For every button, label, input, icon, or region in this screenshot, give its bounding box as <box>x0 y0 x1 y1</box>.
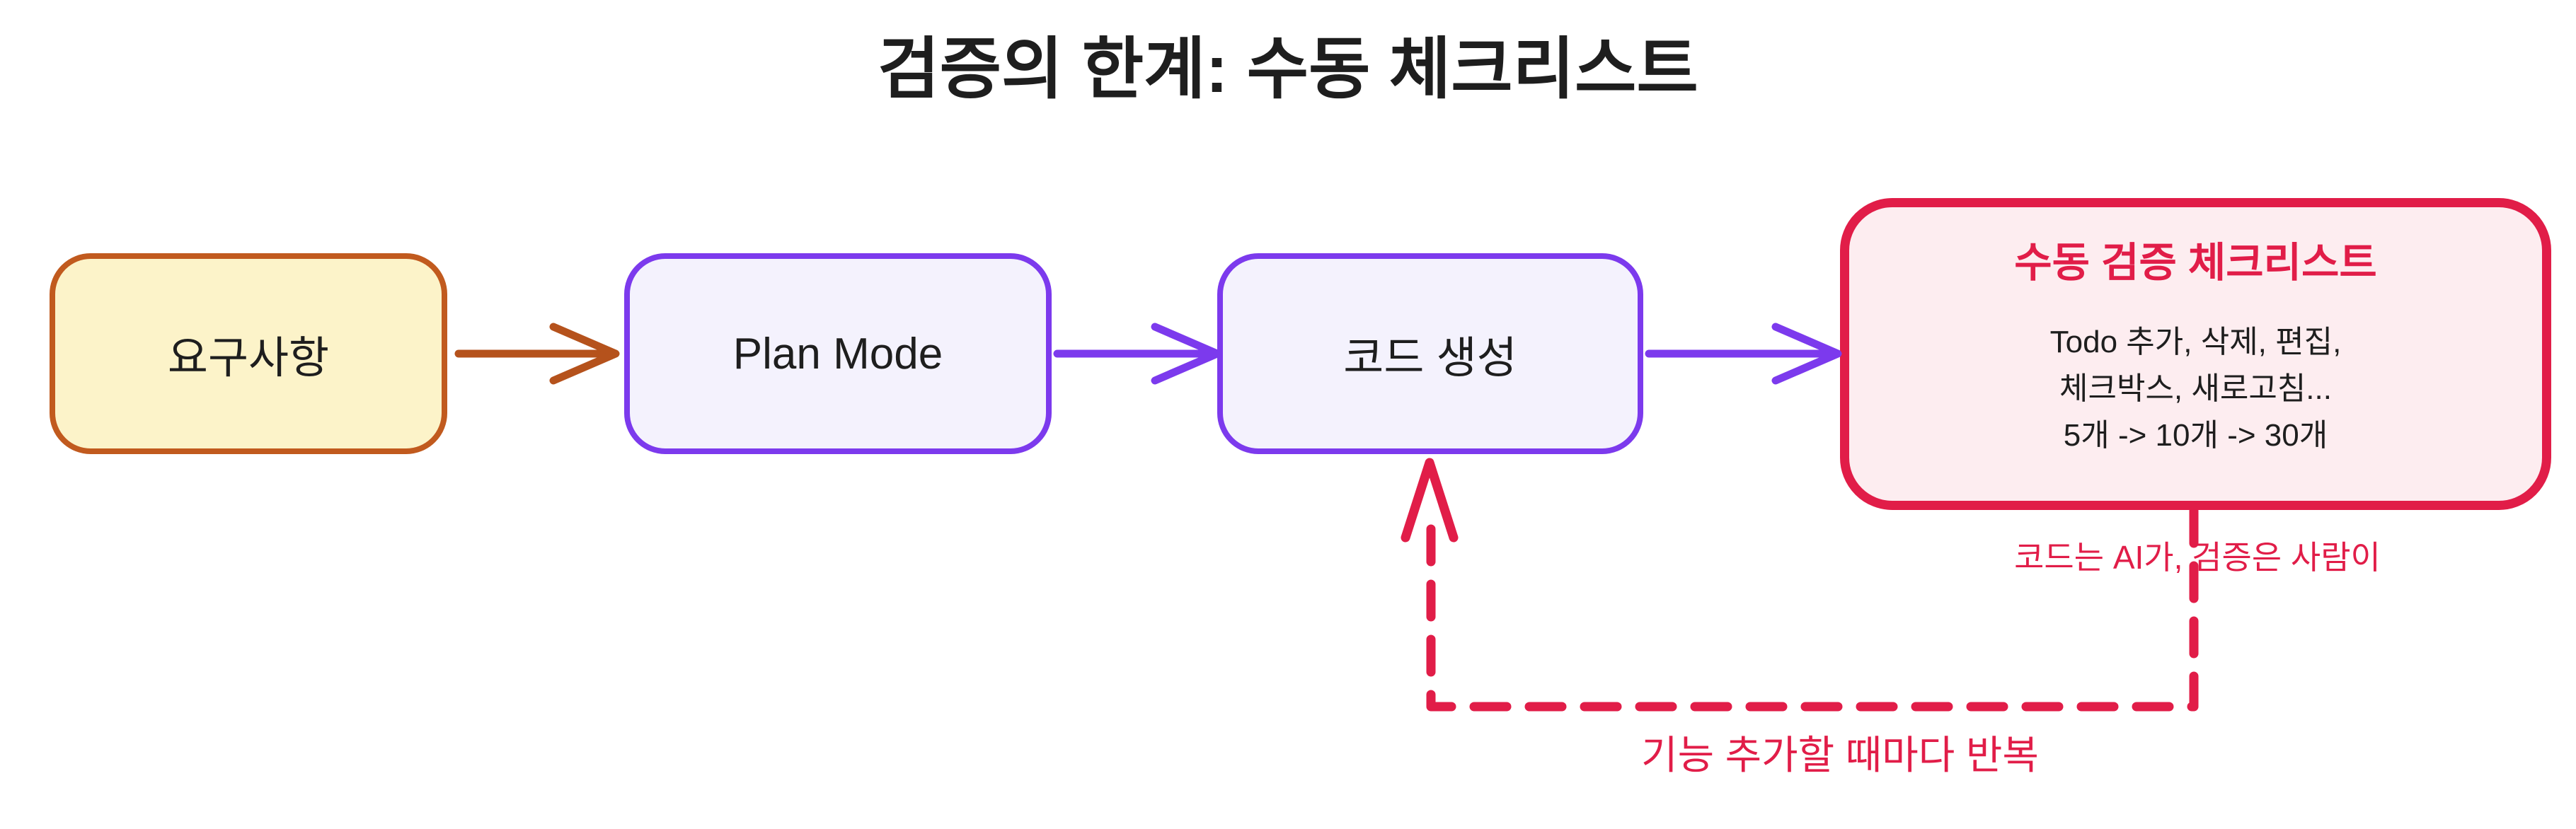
node-code-generation-label: 코드 생성 <box>1343 334 1517 383</box>
node-requirements: 요구사항 <box>50 253 447 454</box>
manual-checklist-line: Todo 추가, 삭제, 편집, <box>2049 324 2342 359</box>
node-code-generation: 코드 생성 <box>1217 253 1643 454</box>
arrow-requirements-to-plan <box>454 323 620 385</box>
arrowhead-icon <box>1401 458 1459 543</box>
manual-checklist-line: 체크박스, 새로고침... <box>2059 371 2332 406</box>
loop-bottom-label: 기능 추가할 때마다 반복 <box>1641 733 2039 777</box>
manual-checklist-body: Todo 추가, 삭제, 편집, 체크박스, 새로고침... 5개 -> 10개… <box>1849 319 2542 459</box>
manual-checklist-line: 5개 -> 10개 -> 30개 <box>2063 417 2328 453</box>
node-plan-mode-label: Plan Mode <box>732 329 943 378</box>
node-plan-mode: Plan Mode <box>624 253 1052 454</box>
diagram-title: 검증의 한계: 수동 체크리스트 <box>878 32 1698 107</box>
node-manual-checklist: 수동 검증 체크리스트 Todo 추가, 삭제, 편집, 체크박스, 새로고침.… <box>1840 198 2551 510</box>
loop-side-label: 코드는 AI가, 검증은 사람이 <box>2014 539 2381 576</box>
arrowhead-icon <box>549 323 620 385</box>
manual-checklist-title: 수동 검증 체크리스트 <box>2014 240 2377 286</box>
arrowhead-icon <box>1771 323 1842 385</box>
arrowhead-icon <box>1151 323 1221 385</box>
arrow-plan-to-code-generation <box>1053 323 1221 385</box>
node-requirements-label: 요구사항 <box>167 334 330 383</box>
arrow-code-generation-to-checklist <box>1645 323 1842 385</box>
